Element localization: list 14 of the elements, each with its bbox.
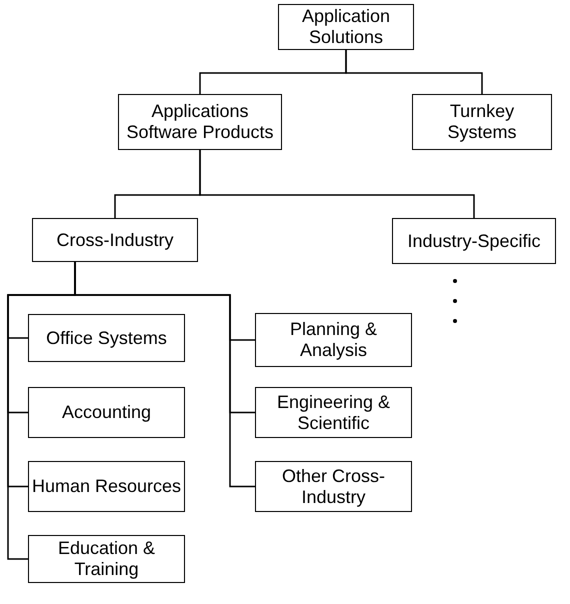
category-box: Planning & Analysis: [255, 313, 412, 367]
category-box: Other Cross-Industry: [255, 461, 412, 512]
category-box: Application Solutions: [278, 4, 414, 50]
category-box: Cross-Industry: [32, 218, 198, 262]
category-box: Engineering & Scientific: [255, 387, 412, 438]
category-box: Turnkey Systems: [412, 94, 552, 150]
connector-line: [199, 150, 475, 218]
category-box: Office Systems: [28, 314, 185, 362]
category-box: Education & Training: [28, 535, 185, 583]
category-box: Industry-Specific: [392, 218, 556, 264]
connector-line: [345, 50, 483, 94]
category-box: Accounting: [28, 387, 185, 438]
category-box: Human Resources: [28, 461, 185, 512]
category-box: Applications Software Products: [118, 94, 282, 150]
